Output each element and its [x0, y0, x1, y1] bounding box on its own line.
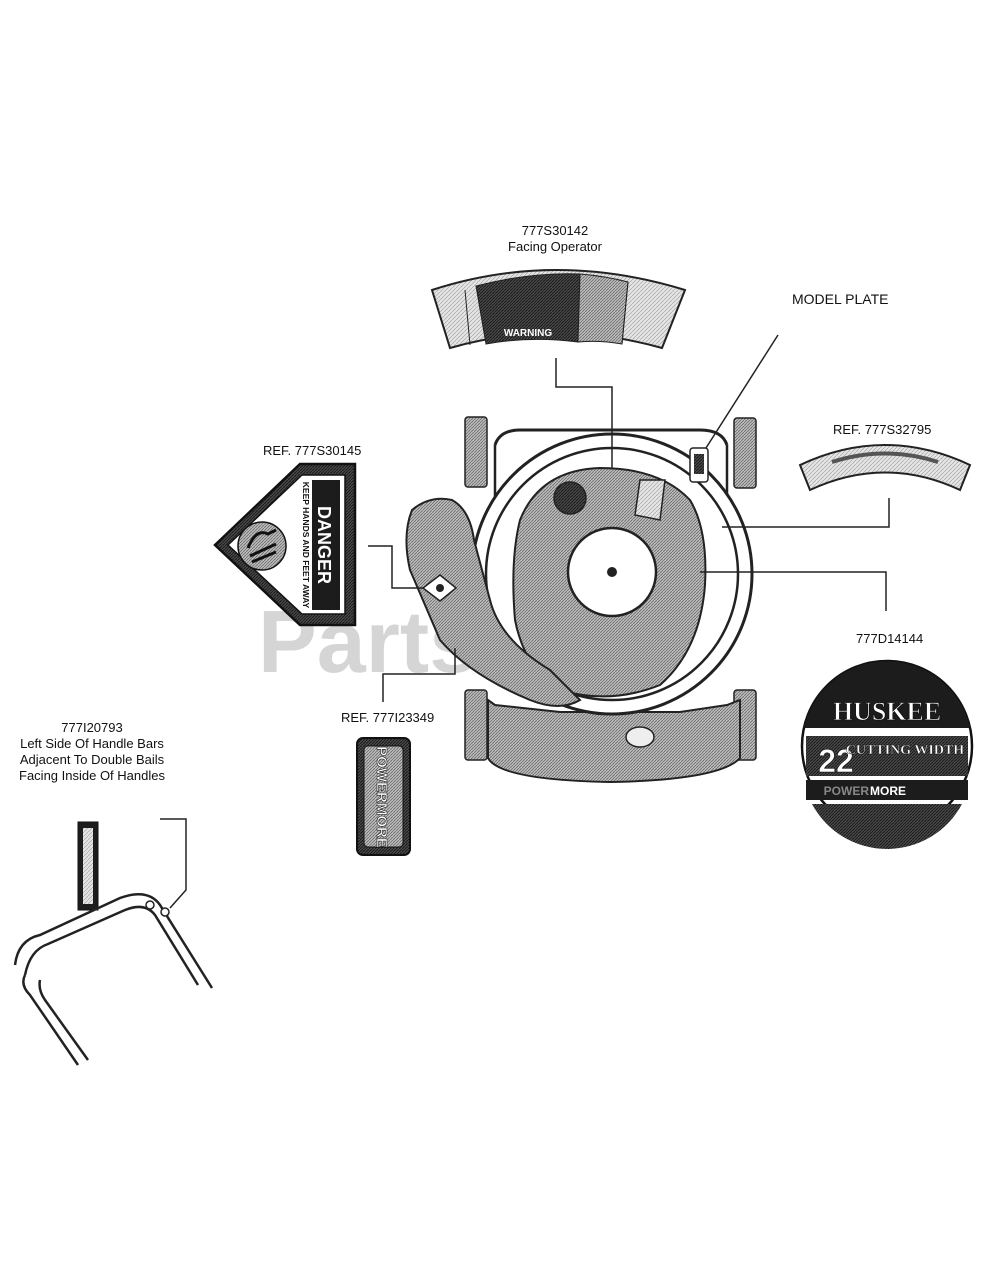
wheel-rear-left — [464, 416, 488, 488]
engine-decal-label: REF. 777I23349 — [341, 710, 435, 725]
hood-decal-more: MORE — [870, 784, 906, 798]
operator-decal: WARNING — [430, 269, 687, 350]
handle-decal-line3: Facing Inside Of Handles — [19, 768, 165, 783]
wheel-rear-right — [733, 417, 757, 489]
side-decal — [798, 444, 972, 492]
hand-icon — [237, 521, 287, 571]
hood-decal-label: 777D14144 — [856, 631, 924, 646]
operator-decal-warning: WARNING — [504, 328, 553, 339]
hood-decal-power: POWER — [824, 784, 870, 798]
discharge-chute — [405, 497, 582, 707]
hood-decal: HUSKEE 22 CUTTING WIDTH POWER MORE — [800, 659, 974, 849]
danger-decal: DANGER KEEP HANDS AND FEET AWAY — [213, 462, 357, 627]
fuel-cap — [553, 481, 587, 515]
wheel-front-left — [464, 689, 488, 761]
side-decal-label: REF. 777S32795 — [833, 422, 932, 437]
hood-decal-size: 22 — [818, 743, 854, 779]
leader-lines — [160, 334, 890, 909]
handle-view — [13, 821, 214, 1066]
danger-decal-label: REF. 777S30145 — [263, 443, 362, 458]
danger-decal-title: DANGER — [314, 506, 334, 584]
handle-decal-line1: Left Side Of Handle Bars — [20, 736, 164, 751]
model-plate-label: MODEL PLATE — [792, 291, 889, 307]
engine-decal-text: POWERMORE — [373, 746, 390, 848]
operator-decal-part-label: 777S30142 — [521, 223, 589, 238]
handle-decal-line2: Adjacent To Double Bails — [19, 752, 165, 767]
engine-decal: POWERMORE — [356, 737, 411, 856]
mower-top-view — [405, 416, 757, 784]
operator-decal-location-label: Facing Operator — [508, 239, 602, 254]
mower-front-deck — [487, 698, 741, 784]
handle-decal-part-label: 777I20793 — [61, 720, 123, 735]
hood-decal-brand: HUSKEE — [833, 697, 941, 726]
danger-decal-subtitle: KEEP HANDS AND FEET AWAY — [301, 482, 311, 609]
hood-decal-cutting: CUTTING WIDTH — [846, 743, 964, 758]
